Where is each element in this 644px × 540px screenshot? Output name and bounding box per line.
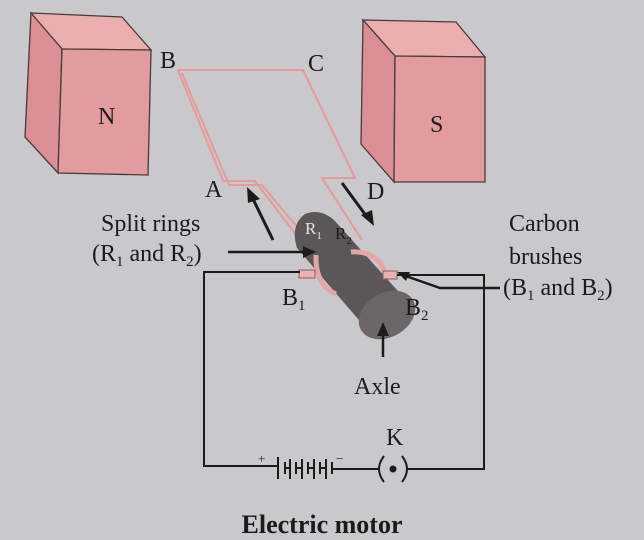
coil-corner-c: C [308,51,325,77]
brush-b1-block [298,269,316,279]
split-rings-pointer [228,246,316,258]
north-pole-label: N [98,104,116,130]
axle-end [358,290,416,340]
ring-r2-label: R2 [335,224,352,247]
key-label: K [386,425,404,451]
battery-minus-label: − [336,451,344,466]
south-pole-label: S [430,112,444,138]
split-rings [313,249,388,297]
axle [294,212,416,340]
circuit-wires [203,271,485,470]
axle-pointer [377,322,389,357]
carbon-brushes-label-2: brushes [509,244,583,270]
coil-corner-d: D [367,179,385,205]
armature-coil [176,69,363,241]
axle-label: Axle [354,374,401,400]
brush-b2-label: B2 [405,295,429,324]
split-ring-r1 [313,254,338,297]
diagram-title: Electric motor [241,510,403,539]
battery-plus-label: + [258,451,266,466]
split-ring-r2 [350,249,388,274]
ring-r1-label: R1 [305,219,322,242]
north-magnet [24,11,153,176]
coil-corner-a: A [205,177,223,203]
key-switch [378,455,408,483]
current-arrow-up [247,187,275,241]
split-rings-sublabel: (R1 and R2) [92,241,202,270]
battery [276,457,340,479]
south-magnet [360,18,487,184]
split-rings-label: Split rings [101,211,201,237]
north-magnet-front [57,48,152,176]
brush-b1-label: B1 [282,285,306,314]
carbon-brushes-label: Carbon [509,211,580,237]
south-magnet-front [393,55,486,183]
current-arrow-down [340,182,374,226]
carbon-brushes-sublabel: (B1 and B2) [503,275,613,304]
brush-b2-block [382,270,398,280]
coil-corner-b: B [160,48,177,74]
